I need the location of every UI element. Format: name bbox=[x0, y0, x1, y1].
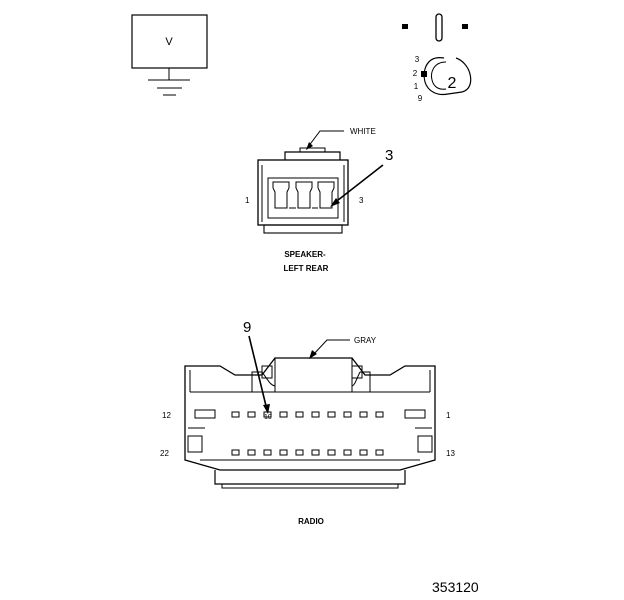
probe-step-icon: 2 3 2 1 9 bbox=[402, 13, 472, 103]
radio-pin-13-label: 13 bbox=[446, 449, 455, 458]
radio-title: RADIO bbox=[298, 517, 324, 526]
radio-color-label: GRAY bbox=[354, 336, 377, 345]
probe-pin-label-2: 2 bbox=[413, 69, 418, 78]
speaker-title-line1: SPEAKER- bbox=[284, 250, 326, 259]
speaker-title-line2: LEFT REAR bbox=[284, 264, 329, 273]
radio-terminals-bottom-row bbox=[231, 449, 384, 456]
radio-pin-1-label: 1 bbox=[446, 411, 451, 420]
ground-symbol bbox=[148, 68, 190, 96]
probe-pin-label-3: 3 bbox=[415, 55, 420, 64]
radio-housing bbox=[184, 357, 436, 471]
probe-tip-left bbox=[402, 24, 408, 29]
speaker-terminal-2 bbox=[295, 181, 313, 209]
probe-tip-right bbox=[462, 24, 468, 29]
speaker-housing bbox=[257, 159, 349, 226]
voltmeter: V bbox=[131, 14, 208, 96]
speaker-color-label: WHITE bbox=[350, 127, 376, 136]
radio-callout-leader bbox=[248, 335, 268, 411]
probe-pin-label-9: 9 bbox=[418, 94, 423, 103]
speaker-pin-1-label: 1 bbox=[245, 196, 250, 205]
radio-callout-number: 9 bbox=[243, 319, 251, 336]
radio-pin-10-label: 10 bbox=[264, 414, 272, 421]
radio-pin-12-label: 12 bbox=[162, 411, 171, 420]
speaker-color-leader bbox=[307, 130, 344, 148]
speaker-terminal-1 bbox=[272, 181, 290, 209]
figure-number: 353120 bbox=[432, 579, 479, 595]
radio-connector: GRAY bbox=[160, 319, 455, 526]
speaker-connector: WHITE 1 3 3 SPEAKER- LEFT REAR bbox=[245, 127, 393, 273]
probe-pin-label-1: 1 bbox=[414, 82, 419, 91]
radio-pin-22-label: 22 bbox=[160, 449, 169, 458]
speaker-pin-3-label: 3 bbox=[359, 196, 364, 205]
speaker-terminal-3 bbox=[317, 181, 335, 209]
probe-step-number: 2 bbox=[448, 75, 457, 92]
speaker-callout-leader bbox=[332, 164, 384, 205]
radio-terminals-top-row bbox=[231, 411, 384, 418]
probe-slot bbox=[435, 13, 443, 42]
speaker-callout-number: 3 bbox=[385, 147, 393, 164]
voltmeter-symbol: V bbox=[165, 36, 173, 48]
radio-color-leader bbox=[311, 339, 350, 357]
